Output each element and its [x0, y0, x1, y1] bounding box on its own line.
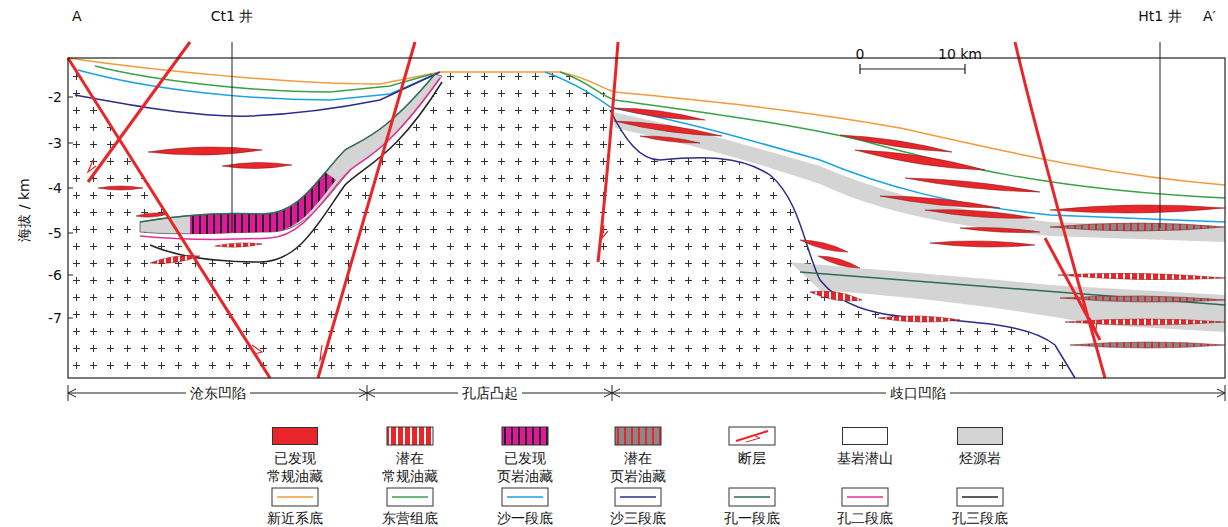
- legend-text: 孔三段底: [945, 510, 1015, 527]
- oil-reservoir: [960, 228, 1040, 233]
- axis-tick-label: -4: [48, 180, 62, 197]
- oil-reservoir: [1058, 273, 1225, 279]
- legend-text: 潜在 常规油藏: [375, 450, 445, 485]
- oil-reservoir: [614, 108, 705, 120]
- legend-symbol: [728, 426, 776, 446]
- oil-reservoir: [925, 210, 1035, 219]
- label: A′: [1203, 8, 1216, 25]
- legend-symbol: [271, 487, 319, 507]
- legend-text: 基岩潜山: [830, 450, 900, 468]
- oil-reservoir: [880, 196, 1000, 208]
- legend-text: 已发现 页岩油藏: [490, 450, 560, 485]
- legend-text: 孔二段底: [830, 510, 900, 527]
- oil-reservoir: [800, 240, 848, 252]
- oil-reservoir: [136, 213, 168, 217]
- oil-reservoir: [1070, 342, 1225, 348]
- legend-text: 新近系底: [260, 510, 330, 527]
- legend-swatch: [272, 427, 318, 445]
- legend-symbol: [614, 487, 662, 507]
- legend-text: 沙三段底: [603, 510, 673, 527]
- label: 0: [856, 46, 865, 63]
- legend-text: 沙一段底: [490, 510, 560, 527]
- oil-reservoir: [905, 178, 1040, 192]
- legend-text: 东营组底: [375, 510, 445, 527]
- legend-symbol: [501, 426, 549, 446]
- legend-symbol: [386, 426, 434, 446]
- legend-symbol: [728, 487, 776, 507]
- legend-symbol: [841, 487, 889, 507]
- legend-text: 断层: [717, 450, 787, 468]
- legend-symbol: [386, 487, 434, 507]
- axis-tick-label: -5: [48, 225, 62, 242]
- legend-swatch: [842, 427, 888, 445]
- legend-symbol: [501, 487, 549, 507]
- oil-reservoir: [1050, 205, 1225, 213]
- label: A: [72, 8, 82, 25]
- oil-reservoir: [818, 256, 860, 268]
- legend-text: 烃源岩: [945, 450, 1015, 468]
- region-label: 歧口凹陷: [886, 385, 950, 402]
- label: 海拔 / km: [16, 178, 33, 241]
- oil-reservoir: [930, 241, 1035, 247]
- region-label: 孔店凸起: [458, 385, 522, 402]
- legend-text: 已发现 常规油藏: [260, 450, 330, 485]
- oil-reservoir: [840, 135, 952, 152]
- axis-tick-label: -2: [48, 89, 62, 106]
- axis-tick-label: -6: [48, 267, 62, 284]
- legend-symbol: [614, 426, 662, 446]
- oil-reservoir: [878, 316, 960, 322]
- region-label: 沧东凹陷: [186, 385, 250, 402]
- oil-reservoir: [640, 136, 700, 143]
- label: 10 km: [938, 46, 982, 63]
- legend-text: 潜在 页岩油藏: [603, 450, 673, 485]
- oil-reservoir: [614, 121, 722, 136]
- oil-reservoir: [148, 147, 262, 155]
- oil-reservoir: [855, 150, 985, 170]
- label: Ht1 井: [1138, 8, 1181, 25]
- legend-text: 孔一段底: [717, 510, 787, 527]
- legend-symbol: [956, 487, 1004, 507]
- oil-reservoir: [98, 186, 143, 190]
- legend-swatch: [957, 427, 1003, 445]
- oil-reservoir: [810, 291, 862, 301]
- label: Ct1 井: [211, 8, 254, 25]
- axis-tick-label: -3: [48, 135, 62, 152]
- axis-tick-label: -7: [48, 310, 62, 327]
- oil-reservoir: [215, 243, 262, 247]
- oil-reservoir: [1050, 223, 1225, 231]
